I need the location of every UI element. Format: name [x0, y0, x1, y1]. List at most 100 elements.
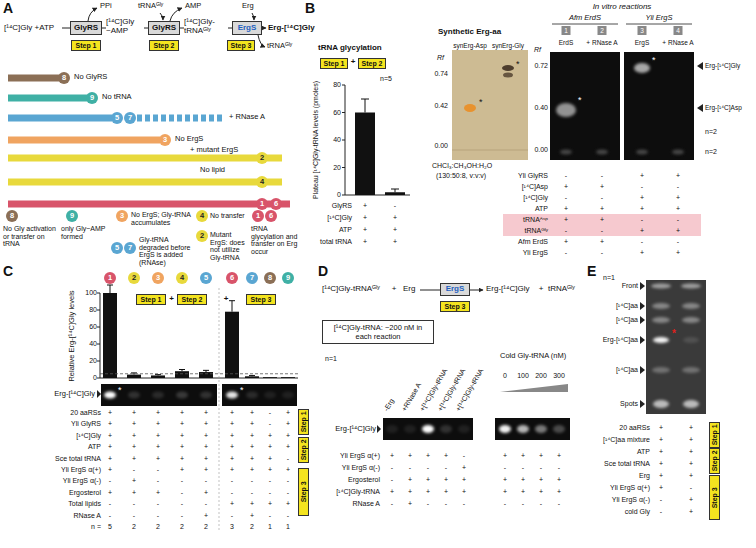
- bar: [385, 192, 405, 195]
- table-sign: +: [564, 183, 568, 191]
- pointer-arrowhead: [377, 425, 381, 433]
- table-sign: +: [250, 455, 254, 463]
- enzyme-heading: Yli ErgS: [645, 14, 672, 22]
- error-bar: [203, 370, 209, 371]
- node-text: 1: [260, 200, 264, 208]
- table-sign: +: [268, 466, 272, 474]
- condition-circle: 7: [246, 272, 258, 284]
- pointer-arrowhead: [640, 400, 645, 408]
- reaction-arrow: [420, 290, 440, 291]
- table-sign: -: [522, 500, 524, 508]
- plus-sign: +: [169, 295, 174, 304]
- table-sign: -: [641, 238, 643, 246]
- tlc-spot: [458, 425, 470, 433]
- bar: [103, 293, 117, 378]
- table-sign: +: [600, 183, 604, 191]
- row-label: cold Gly: [625, 508, 650, 516]
- panel-heading: In vitro reactions: [593, 3, 652, 12]
- table-sign: -: [565, 172, 567, 180]
- table-sign: +: [539, 452, 543, 460]
- axis-tick-mark: [97, 310, 100, 311]
- table-sign: +: [521, 476, 525, 484]
- table-sign: +: [521, 488, 525, 496]
- table-sign: -: [251, 489, 253, 497]
- node-text: Step 2: [711, 450, 719, 471]
- tlc-band: [652, 303, 670, 309]
- table-sign: +: [230, 466, 234, 474]
- axis-tick: 0: [337, 191, 341, 199]
- node-text: 6: [274, 200, 278, 208]
- sample-size: n=2: [705, 128, 717, 136]
- tlc-spot: [246, 392, 258, 399]
- table-sign: -: [269, 512, 271, 520]
- table-sign: -: [690, 484, 692, 492]
- axis-tick-mark: [342, 140, 345, 141]
- row-label: RNase A: [73, 512, 101, 520]
- node-text: 6: [230, 274, 234, 282]
- table-sign: +: [230, 455, 234, 463]
- error-bar: [110, 285, 111, 293]
- table-sign: -: [181, 512, 183, 520]
- table-sign: +: [600, 216, 604, 224]
- condition-circle: 2: [128, 272, 140, 284]
- substrate-label: tRNAᴳˡʸ: [138, 2, 163, 10]
- node-text: 9: [90, 94, 94, 102]
- sample-size: n=1: [603, 274, 615, 282]
- bar: [245, 376, 259, 378]
- table-sign: +: [180, 455, 184, 463]
- table-sign: +: [286, 420, 290, 428]
- table-sign: +: [426, 488, 430, 496]
- node-text: 4: [180, 274, 184, 282]
- asterisk: *: [479, 98, 483, 108]
- table-sign: -: [677, 216, 679, 224]
- uptake-arrow: [160, 13, 163, 20]
- axis-title: Cold Gly-tRNA (nM): [500, 352, 566, 360]
- plus-sign: +: [351, 58, 356, 67]
- solvent-note: CHCl₃:CH₃OH:H₂O: [432, 162, 492, 170]
- legend-note: No ErgS; Gly-tRNA accumulates: [131, 211, 195, 226]
- table-sign: +: [108, 409, 112, 417]
- table-sign: -: [677, 183, 679, 191]
- condition-circle: 7: [124, 112, 136, 124]
- bar: [281, 377, 295, 379]
- sample-size: n=2: [705, 148, 717, 156]
- table-sign: -: [641, 183, 643, 191]
- node-text: Step 2: [153, 42, 174, 50]
- table-sign: +: [132, 477, 136, 485]
- row-label: [¹⁴C]Gly-tRNA: [336, 488, 380, 496]
- step-box: Step 2: [149, 40, 179, 51]
- step-box: Step 3: [246, 294, 276, 305]
- threshold-line: [100, 373, 298, 374]
- step-box: Step 3: [709, 475, 720, 520]
- condition-circle: 6: [270, 198, 282, 210]
- table-sign: +: [230, 432, 234, 440]
- tlc-spot: [200, 392, 212, 399]
- condition-circle: 7: [124, 242, 136, 254]
- tlc-spot: [226, 392, 238, 399]
- condition-circle: 4: [256, 176, 268, 188]
- table-sign: +: [286, 432, 290, 440]
- table-sign: -: [287, 455, 289, 463]
- axis-tick-mark: [97, 293, 100, 294]
- row-label: 20 aaRSs: [619, 424, 650, 432]
- node-text: Step 3: [230, 42, 251, 50]
- uptake-arrow: [252, 13, 254, 20]
- pointer-arrowhead: [640, 302, 645, 310]
- step-box: Step 1: [298, 409, 309, 435]
- pointer-arrowhead: [640, 282, 645, 290]
- band-label: Erg-[¹⁴C]aa: [603, 336, 638, 344]
- table-sign: -: [540, 500, 542, 508]
- sample-size: n=1: [325, 355, 337, 363]
- table-sign: +: [689, 496, 693, 504]
- bar-label: No lipid: [200, 166, 225, 174]
- table-sign: +: [503, 488, 507, 496]
- table-sign: +: [462, 476, 466, 484]
- condition-bar: [8, 155, 282, 162]
- condition-bar: [8, 75, 60, 82]
- lane-label: synErg-Gly: [492, 42, 524, 49]
- panel-letter: C: [3, 264, 13, 279]
- axis-tick-mark: [342, 195, 345, 196]
- table-sign: -: [181, 500, 183, 508]
- step-box: Step 3: [298, 468, 309, 516]
- concentration-wedge: [500, 384, 568, 392]
